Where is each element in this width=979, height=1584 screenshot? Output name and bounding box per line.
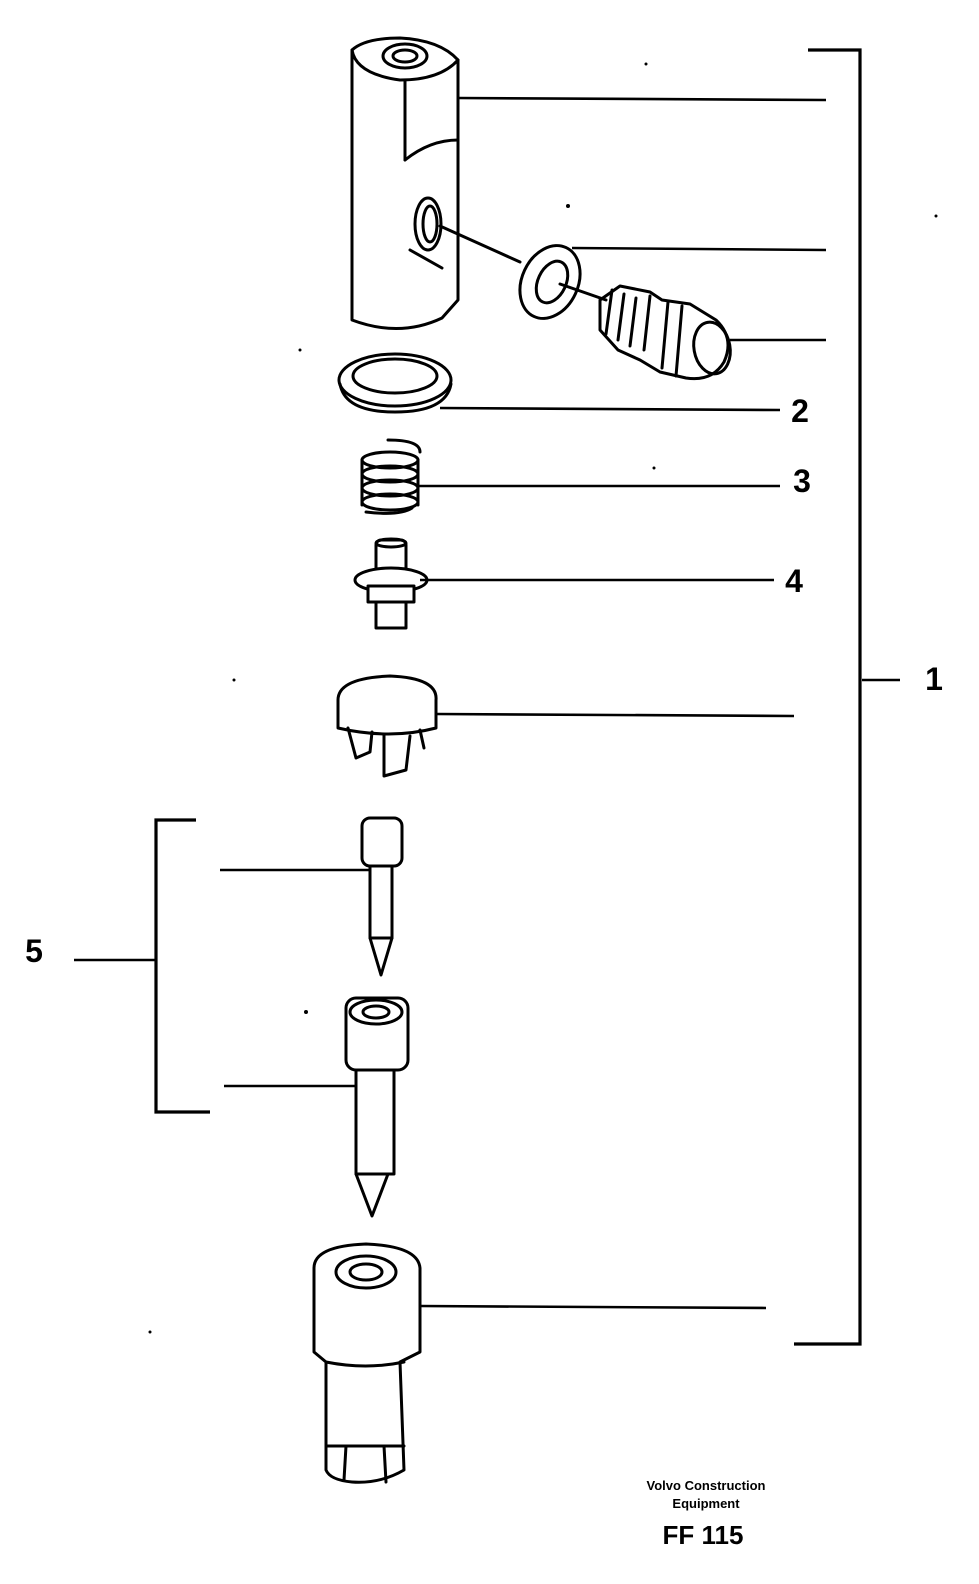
bracket-item-1 [794,48,862,1346]
pressure-pin-item-4 [353,537,429,630]
intermediate-disc [336,674,438,778]
leader-lines [74,96,900,1310]
injector-holder-body [350,36,460,330]
scan-specks [148,62,938,1334]
inlet-connector [598,284,732,381]
large-washer-item-2 [337,352,453,414]
nozzle-needle [360,816,404,977]
assembly-axis-line [438,224,522,264]
figure-code: FF 115 [663,1520,744,1550]
label-item-2: 2 [791,393,809,429]
brand-line-1: Volvo Construction [647,1478,766,1493]
nozzle-body [344,996,410,1218]
nozzle-nut [312,1242,422,1484]
label-item-4: 4 [785,563,803,599]
sealing-washer-small [518,244,582,320]
spring-item-3 [360,438,422,515]
label-item-1: 1 [925,661,943,697]
label-item-3: 3 [793,463,811,499]
label-item-5: 5 [25,933,43,969]
brand-line-2: Equipment [672,1496,740,1511]
assembly-axis-line-2 [558,282,608,302]
bracket-item-5 [154,818,210,1114]
